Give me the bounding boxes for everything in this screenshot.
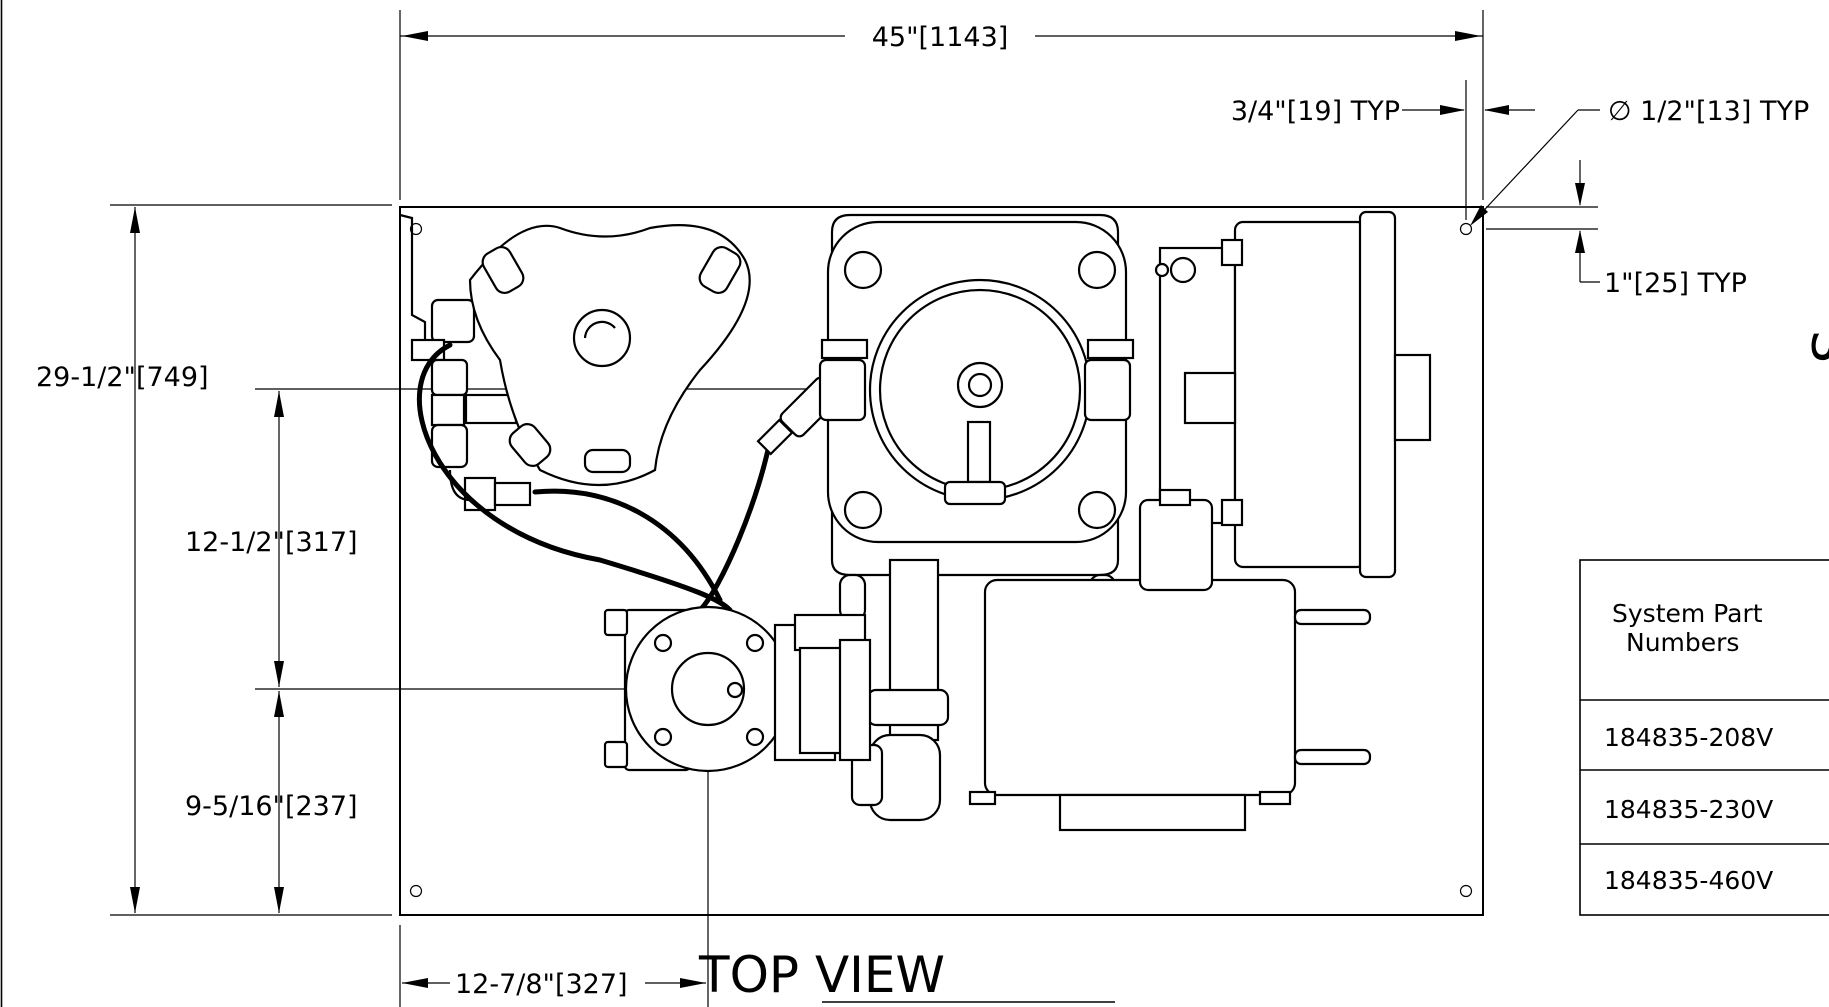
table-header-line1: System Part [1612,599,1763,628]
overall-height-label: 29-1/2"[749] [36,362,209,393]
hole-diameter-label: ∅ 1/2"[13] TYP [1608,96,1809,127]
table-row: 184835-230V [1604,795,1773,824]
side-note-fragment: S [1799,330,1829,363]
hole-diameter-leader [1470,109,1600,226]
outlet-offset-label: 12-7/8"[327] [455,969,628,1000]
mount-hole-br [1459,884,1473,898]
overall-width-label: 45"[1143] [872,22,1009,53]
outlet-height-label: 9-5/16"[237] [185,791,358,822]
table-header-line2: Numbers [1626,628,1739,657]
edge-offset-dimension [1402,80,1535,220]
part-number-table [1579,559,1829,916]
mount-hole-tl [409,222,423,236]
hole-vertical-label: 1"[25] TYP [1604,268,1747,299]
overall-width-dimension [399,10,1484,200]
pump-assembly [399,210,1432,832]
mount-hole-bl [409,884,423,898]
table-row: 184835-460V [1604,866,1773,895]
hole-vertical-dimension [1486,160,1600,283]
table-row: 184835-208V [1604,723,1773,752]
edge-offset-label: 3/4"[19] TYP [1231,96,1400,127]
view-title: TOP VIEW [698,946,945,1004]
inlet-height-label: 12-1/2"[317] [185,527,358,558]
mount-hole-tr [1459,222,1473,236]
overall-height-dimension [110,204,392,916]
